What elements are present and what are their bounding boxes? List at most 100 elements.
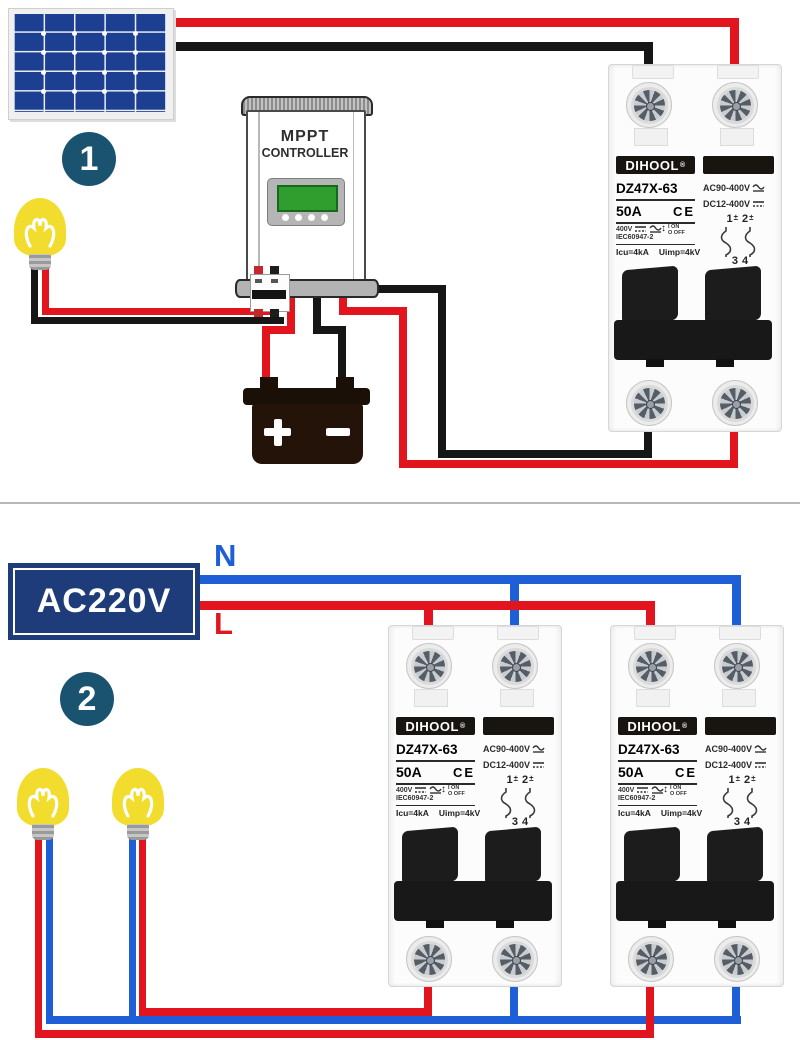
terminal-screw-icon [628,936,674,982]
ac-range-label: AC90-400V [703,183,751,193]
controller-title: MPPT [280,128,330,145]
step-number: 2 [77,679,97,718]
terminal-numbers-bottom: 3 4 [712,816,772,828]
panel-grid-dot [102,30,108,36]
wire-live [424,601,433,639]
wire-live [646,601,655,639]
toggle-tie-bar [614,320,772,360]
wire-neutral-return [732,983,740,1024]
icu-label: Icu=4kA [396,808,429,818]
ac-range-label: AC90-400V [705,744,753,754]
dc-symbol-icon [755,762,767,768]
wire-controller-breaker-neg [438,285,446,458]
wire-battery-negative [313,326,346,334]
toggle-foot [718,920,736,928]
uimp-label: Uimp=4kV [658,247,701,257]
ac-range-row: AC90-400V [483,744,545,754]
battery-post [260,377,278,391]
screw-head-icon [718,647,756,685]
step-number: 1 [79,139,99,178]
dc-range-row: DC12-400V [705,760,767,770]
ce-mark: CE [672,203,695,219]
battery-icon [252,404,363,464]
terminal-numbers-top: 1± 2± [490,774,550,786]
dc-symbol-icon [533,762,545,768]
terminal-screw-icon [712,380,758,426]
panel-grid-dot [41,69,47,75]
blank-plate [703,156,774,174]
ac-source-label: AC220V [36,582,172,620]
section-divider [0,502,800,504]
terminal-1-label: 1 [728,774,735,786]
bulb-base [32,824,54,840]
step-2-badge: 2 [60,672,114,726]
mini-terminal [270,309,279,317]
wire-pv-positive [730,18,739,70]
solar-panel-icon [8,8,174,120]
mini-marking [271,279,278,283]
off-label: O OFF [448,791,465,797]
breaker-toggle-icon [707,826,763,886]
filament-icon [24,217,56,248]
clamp-icon: ± [529,774,534,783]
terminal-numbers-top: 1± 2± [712,774,772,786]
din-tab [719,626,761,640]
toggle-foot [496,920,514,928]
wire-load1-negative [31,264,38,324]
terminal-4-label: 4 [744,816,751,828]
terminal-housing [636,689,670,707]
terminal-screw-icon [406,936,452,982]
ac-range-label: AC90-400V [483,744,531,754]
dc-range-label: DC12-400V [483,760,531,770]
screw-head-icon [496,647,534,685]
panel-grid-dot [41,30,47,36]
on-off-arrow-icon: ↕ [441,784,446,795]
icu-label: Icu=4kA [618,808,651,818]
registered-mark: ® [681,722,688,730]
trip-curve-icon [500,788,536,818]
wire-battery-negative [313,294,321,334]
mppt-controller: MPPT CONTROLLER [235,96,379,298]
terminal-screw-icon [626,380,672,426]
wire-pv-negative [644,42,653,70]
terminal-numbers-top: 1± 2± [710,213,770,225]
light-bulb-icon [17,768,69,844]
terminal-2-label: 2 [522,774,529,786]
panel-grid-dot [71,50,77,56]
on-off-arrow-icon: ↕ [661,223,666,234]
brand-label: DIHOOL [405,718,459,734]
terminal-numbers-bottom: 3 4 [710,255,770,267]
standard-label: IEC60947-2 [396,795,475,806]
clamp-icon: ± [751,774,756,783]
screw-head-icon [630,86,668,124]
dc-range-row: DC12-400V [483,760,545,770]
plus-icon [273,418,282,446]
panel-grid-dot [71,89,77,95]
dc-symbol-icon [635,226,647,232]
screw-head-icon [716,384,754,422]
voltage-label: 400V [396,786,413,794]
controller-button [295,214,302,221]
terminal-3-label: 3 [511,816,518,828]
wire-controller-breaker-pos [399,307,407,468]
ac-range-row: AC90-400V [705,744,767,754]
wire-pv-negative [168,42,653,51]
screw-head-icon [410,940,448,978]
dc-symbol-icon [415,787,427,793]
blank-plate [483,717,554,735]
mini-terminal [254,309,263,317]
screw-head-icon [410,647,448,685]
terminal-housing [720,128,754,146]
breaker-body [608,64,782,432]
breaker-toggle-icon [485,826,541,886]
wire-neutral [732,575,741,639]
battery-top-bar [243,388,370,405]
voltage-row: 400V [396,786,475,794]
voltage-row: 400V [618,786,697,794]
solar-cells [14,14,166,112]
model-label: DZ47X-63 [618,742,697,762]
controller-button [321,214,328,221]
